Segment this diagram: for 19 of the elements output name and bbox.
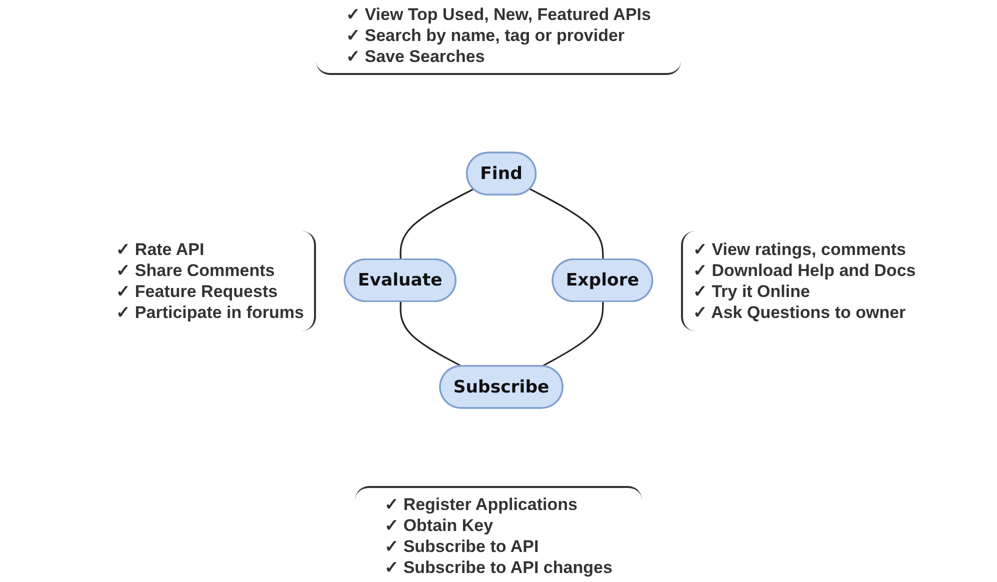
checklist-item: ✓ Share Comments: [116, 260, 276, 280]
checklist-item: ✓ Subscribe to API changes: [384, 557, 612, 578]
checklist-item: ✓ Ask Questions to owner: [692, 302, 907, 322]
checklist-item: ✓ Obtain Key: [384, 515, 494, 536]
connector: [400, 188, 474, 260]
checklist-item: ✓ Feature Requests: [116, 280, 279, 302]
checklist-item: ✓ Rate API: [116, 238, 206, 260]
checklist-item: ✓ Register Applications: [384, 494, 578, 515]
connector: [400, 302, 462, 368]
checklist-item: ✓ Search by name, tag or provider: [346, 25, 626, 46]
checklist-item: ✓ Try it Online: [692, 280, 811, 302]
connector: [530, 188, 604, 260]
checklist-item: ✓ Participate in forums: [116, 302, 304, 322]
checklist-item: ✓ Save Searches: [346, 46, 486, 67]
connector: [541, 302, 604, 368]
checklist-item: ✓ View ratings, comments: [692, 238, 908, 260]
checklist-item: ✓ Subscribe to API: [384, 536, 540, 557]
checklist-item: ✓ Download Help and Docs: [692, 260, 916, 280]
checklist-item: ✓ View Top Used, New, Featured APIs: [346, 4, 651, 25]
